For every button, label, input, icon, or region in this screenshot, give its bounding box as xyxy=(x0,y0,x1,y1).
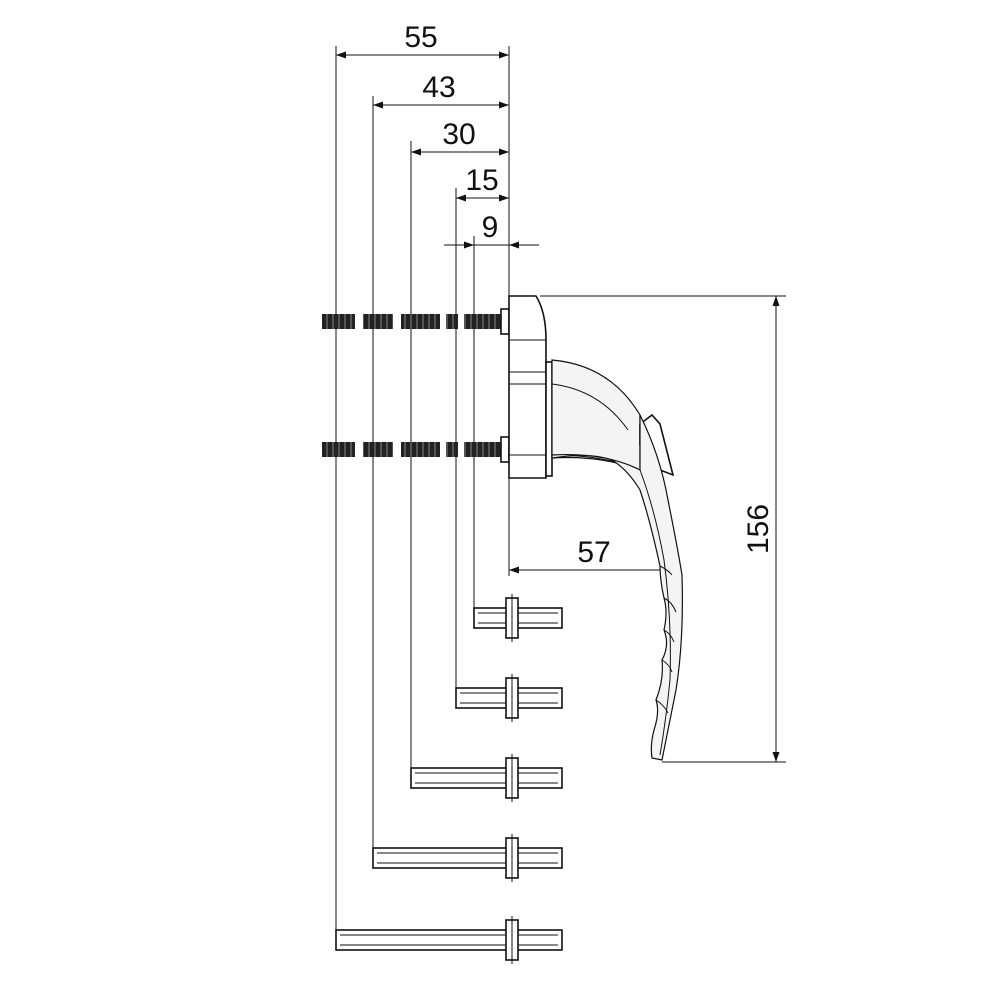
dimension-15: 15 xyxy=(456,164,509,202)
dimension-43-label: 43 xyxy=(422,71,455,104)
dimension-9: 9 xyxy=(444,211,539,249)
spindle-9 xyxy=(473,594,563,642)
screw-upper xyxy=(322,308,510,335)
window-handle xyxy=(508,295,683,761)
spindle-43 xyxy=(372,834,563,882)
dimension-15-label: 15 xyxy=(465,164,498,197)
screw-lower xyxy=(322,436,510,463)
dimension-156-label: 156 xyxy=(742,504,775,554)
spindle-15 xyxy=(455,674,563,722)
dimension-55: 55 xyxy=(336,21,509,59)
dimension-55-label: 55 xyxy=(404,21,437,54)
dimension-57-label: 57 xyxy=(577,536,610,569)
dimension-156: 156 xyxy=(540,295,786,763)
dimension-57: 57 xyxy=(509,536,678,574)
dimension-30-label: 30 xyxy=(442,118,475,151)
spindle-55 xyxy=(335,916,563,964)
extension-lines xyxy=(335,46,510,932)
dimension-43: 43 xyxy=(373,71,509,109)
dimension-30: 30 xyxy=(411,118,509,156)
spindle-30 xyxy=(410,754,563,802)
dimension-9-label: 9 xyxy=(482,211,499,244)
